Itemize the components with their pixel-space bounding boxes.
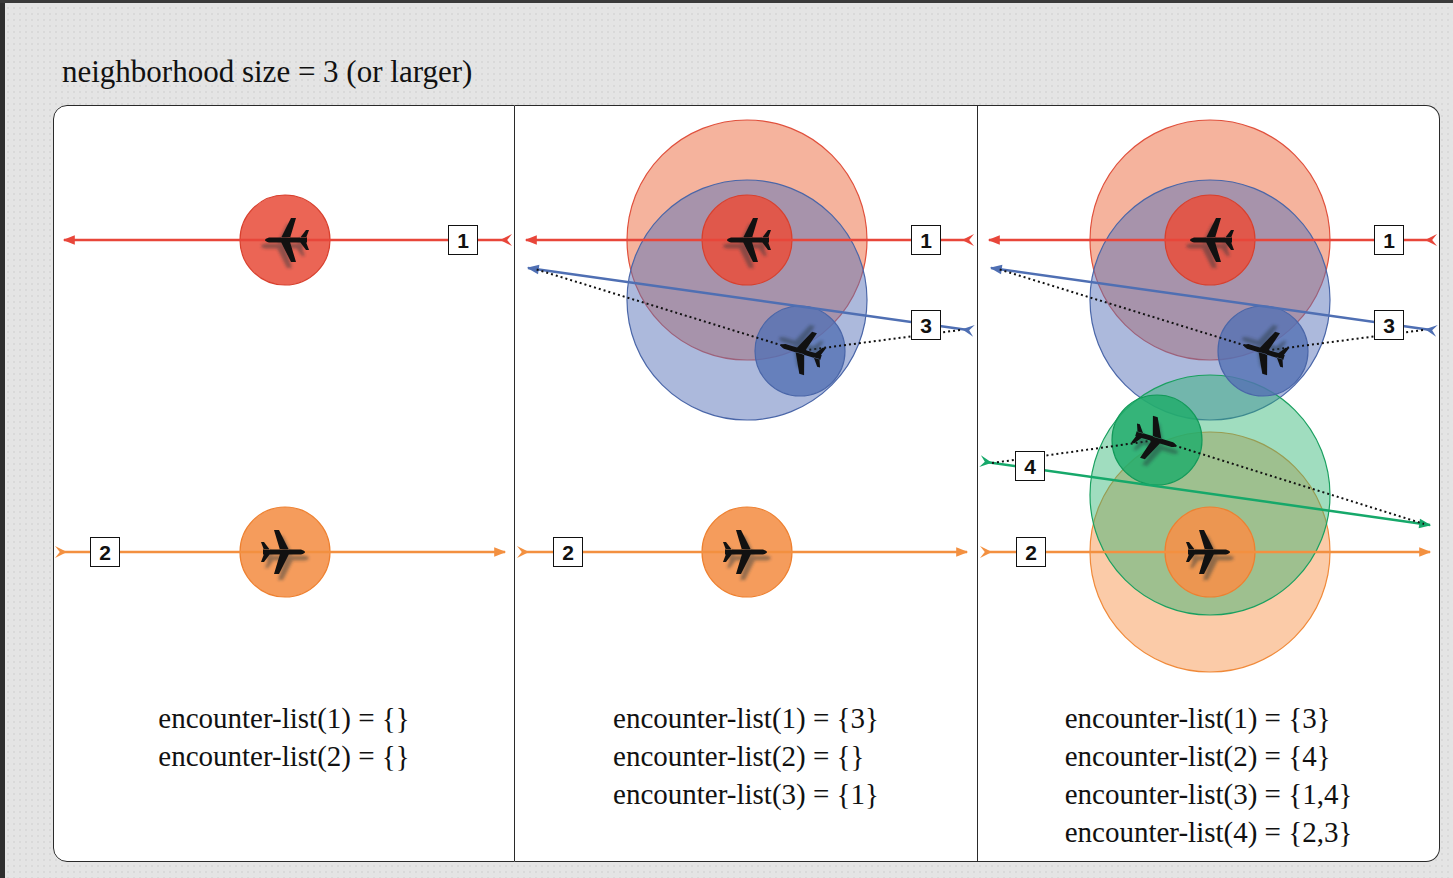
callout-number: 2 bbox=[1025, 542, 1037, 563]
encounter-lists: encounter-list(1) = {3}encounter-list(2)… bbox=[613, 699, 879, 813]
plane-icon bbox=[1186, 218, 1234, 268]
panel-frame: encounter-list(1) = {3}encounter-list(2)… bbox=[978, 105, 1440, 862]
panel-art bbox=[61, 195, 506, 597]
encounter-list: encounter-list(1) = {3} bbox=[613, 699, 879, 737]
callout-box: 2 bbox=[1016, 537, 1046, 567]
callout-box: 1 bbox=[448, 225, 478, 255]
flight-path bbox=[991, 268, 1431, 330]
encounter-lists: encounter-list(1) = {3}encounter-list(2)… bbox=[1065, 699, 1353, 851]
callout-box: 3 bbox=[911, 310, 941, 340]
panel-ground bbox=[53, 105, 1440, 862]
callout-number: 4 bbox=[1024, 456, 1036, 477]
callout-box: 3 bbox=[1374, 310, 1404, 340]
plane-icon bbox=[1186, 530, 1234, 580]
callout-box: 1 bbox=[911, 225, 941, 255]
panel-art bbox=[523, 120, 968, 597]
panel-frame: encounter-list(1) = {3}encounter-list(2)… bbox=[515, 105, 978, 862]
callout-number: 3 bbox=[920, 315, 932, 336]
plane-icon bbox=[1126, 412, 1187, 474]
callout-box: 4 bbox=[1015, 451, 1045, 481]
plane-icon bbox=[261, 530, 309, 580]
callout-number: 2 bbox=[562, 542, 574, 563]
actual-track bbox=[535, 269, 960, 351]
aircraft-zone bbox=[1218, 306, 1308, 396]
encounter-list: encounter-list(2) = {4} bbox=[1065, 737, 1353, 775]
encounter-list: encounter-list(1) = {3} bbox=[1065, 699, 1353, 737]
panel-frame: encounter-list(1) = {}encounter-list(2) … bbox=[53, 105, 515, 862]
page-edge bbox=[0, 0, 1453, 3]
callout-number: 1 bbox=[457, 230, 469, 251]
actual-track bbox=[998, 269, 1423, 351]
callout-box: 2 bbox=[90, 537, 120, 567]
callout-number: 2 bbox=[99, 542, 111, 563]
encounter-lists: encounter-list(1) = {}encounter-list(2) … bbox=[158, 699, 409, 775]
flight-path bbox=[986, 462, 1430, 525]
plane-icon bbox=[771, 317, 832, 379]
callout-box: 1 bbox=[1374, 225, 1404, 255]
callout-box: 2 bbox=[553, 537, 583, 567]
callout-number: 1 bbox=[920, 230, 932, 251]
aircraft-zone bbox=[755, 306, 845, 396]
callout-number: 3 bbox=[1383, 315, 1395, 336]
encounter-list: encounter-list(3) = {1} bbox=[613, 775, 879, 813]
encounter-list: encounter-list(2) = {} bbox=[613, 737, 879, 775]
plane-icon bbox=[1234, 317, 1295, 379]
flight-path bbox=[528, 268, 968, 330]
callout-number: 1 bbox=[1383, 230, 1395, 251]
encounter-list: encounter-list(3) = {1,4} bbox=[1065, 775, 1353, 813]
page-edge bbox=[0, 0, 5, 878]
panel-art bbox=[986, 120, 1431, 672]
encounter-list: encounter-list(1) = {} bbox=[158, 699, 409, 737]
diagram-title: neighborhood size = 3 (or larger) bbox=[62, 54, 472, 90]
actual-track bbox=[992, 440, 1424, 524]
encounter-list: encounter-list(2) = {} bbox=[158, 737, 409, 775]
plane-icon bbox=[723, 530, 771, 580]
aircraft-zone bbox=[1112, 395, 1202, 485]
plane-icon bbox=[261, 218, 309, 268]
plane-icon bbox=[723, 218, 771, 268]
encounter-list: encounter-list(4) = {2,3} bbox=[1065, 813, 1353, 851]
